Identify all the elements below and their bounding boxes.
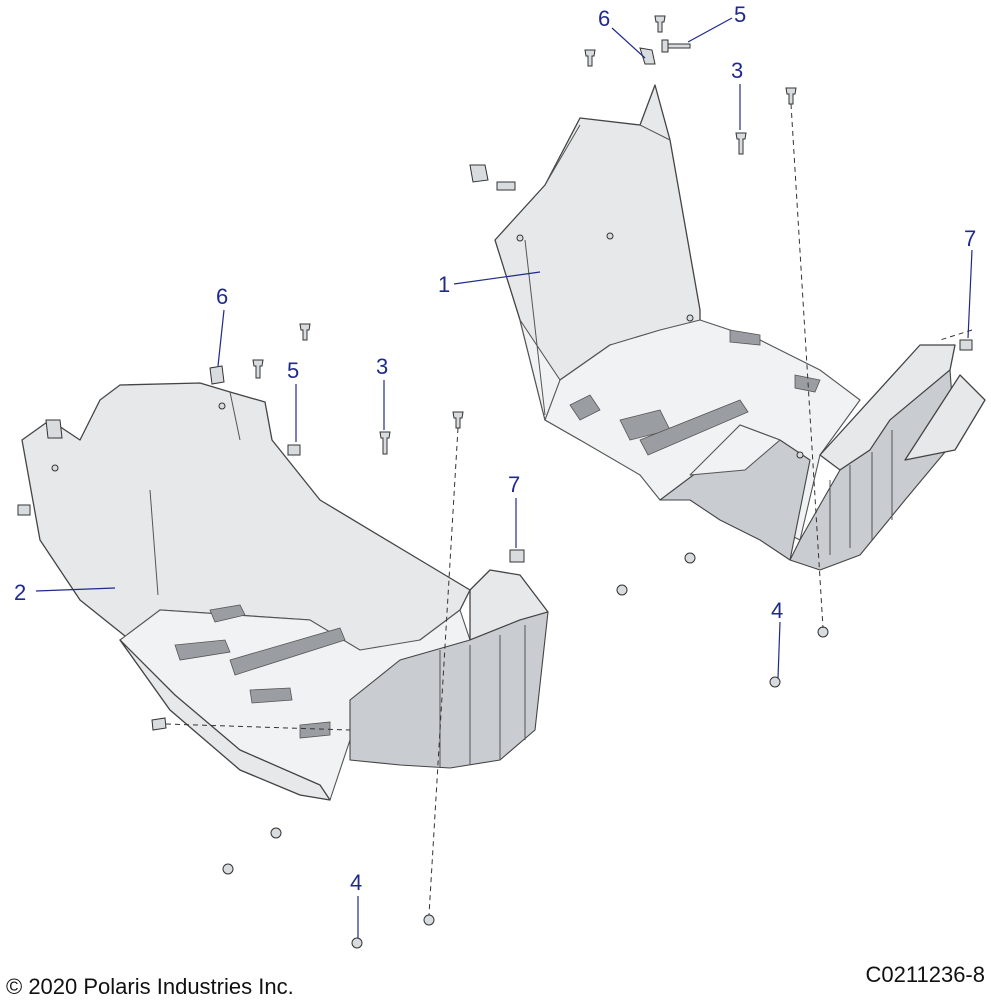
left-floor-panel <box>21 382 549 801</box>
callout-r3: 3 <box>731 58 743 83</box>
callout-l4: 4 <box>350 870 362 895</box>
callout-r4: 4 <box>771 598 783 623</box>
callout-l6: 6 <box>216 284 228 309</box>
callout-r5: 5 <box>734 2 746 27</box>
callout-r1: 1 <box>438 272 450 297</box>
drawing-number: C0211236-8 <box>865 962 985 987</box>
callout-r7: 7 <box>964 226 976 251</box>
callout-l5: 5 <box>287 358 299 383</box>
callout-labels: 6 5 3 7 1 4 6 5 3 7 2 4 <box>14 2 976 895</box>
right-floor-panel <box>494 84 986 571</box>
assembly-lines <box>165 103 973 916</box>
hardware <box>17 15 973 949</box>
callout-l7: 7 <box>508 472 520 497</box>
callout-l3: 3 <box>376 354 388 379</box>
callout-leaders <box>35 17 973 938</box>
callout-r6: 6 <box>598 6 610 31</box>
callout-l2: 2 <box>14 580 26 605</box>
copyright-notice: © 2020 Polaris Industries Inc. <box>6 974 294 999</box>
